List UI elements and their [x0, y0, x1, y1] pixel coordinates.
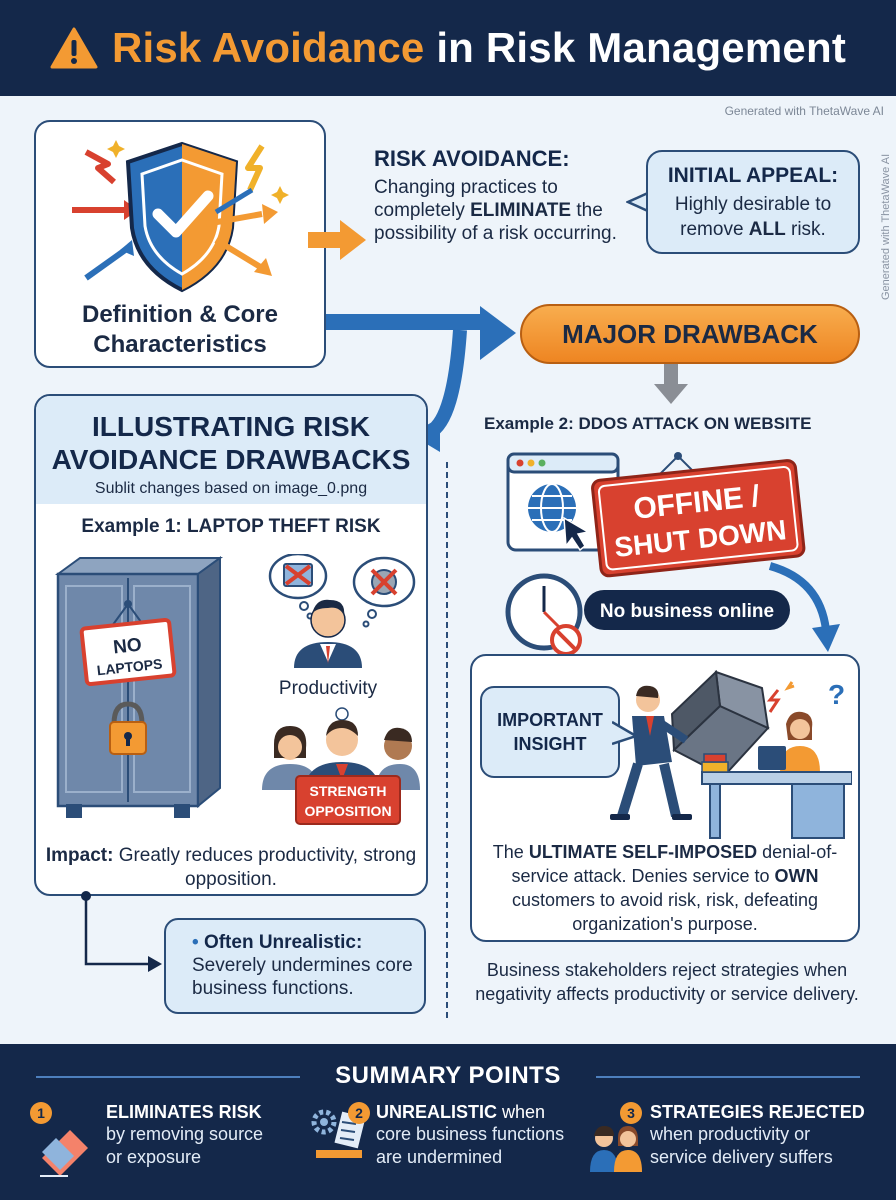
speech-bubble-tail — [626, 190, 650, 214]
thought-bubble-laptop-icon — [268, 554, 328, 620]
insight-bubble-tail — [612, 720, 638, 746]
summary-item-3: 3 STRATEGIES REJECTED when productivity … — [584, 1102, 884, 1182]
major-drawback-banner: MAJOR DRAWBACK — [520, 304, 860, 364]
impact-text: Impact: Greatly reduces productivity, st… — [45, 845, 417, 890]
example2-title: Example 2: DDOS ATTACK ON WEBSITE — [484, 414, 812, 433]
summary-body-3b: service delivery suffers — [650, 1147, 833, 1167]
locked-cabinet-icon: NO LAPTOPS — [54, 556, 224, 818]
summary-body-1a: by removing source — [106, 1124, 264, 1144]
no-laptops-sign-line2: LAPTOPS — [96, 656, 163, 679]
unrealistic-text: Severely undermines core business functi… — [192, 955, 413, 999]
opposition-sign — [295, 775, 401, 825]
browser-globe-icon — [506, 452, 620, 552]
illustrating-card: ILLUSTRATING RISK AVOIDANCE DRAWBACKS Su… — [34, 394, 428, 896]
summary-item-1: 1 ELIMINATES RISK by removing source or … — [30, 1102, 300, 1182]
warning-icon — [50, 27, 98, 69]
risk-avoidance-title: RISK AVOIDANCE: — [374, 146, 570, 171]
unrealistic-callout: Often Unrealistic: Severely undermines c… — [164, 918, 426, 1014]
eraser-icon — [40, 1130, 88, 1177]
header-bar: Risk Avoidance in Risk Management — [0, 0, 896, 96]
initial-appeal-title: INITIAL APPEAL: — [667, 164, 839, 187]
question-mark-icon: ? — [828, 679, 845, 710]
summary-head-2: UNREALISTIC when — [376, 1102, 546, 1122]
summary-head-1: ELIMINATES RISK — [106, 1102, 262, 1122]
section-divider — [446, 462, 448, 1018]
summary-title: SUMMARY POINTS — [335, 1062, 561, 1089]
summary-body-2b: are undermined — [376, 1147, 503, 1167]
no-business-pill — [584, 590, 790, 630]
illustrating-title: ILLUSTRATING RISK AVOIDANCE DRAWBACKS — [51, 411, 411, 475]
page-title: Risk Avoidance in Risk Management — [111, 24, 847, 71]
initial-appeal-bubble: INITIAL APPEAL: Highly desirable to remo… — [646, 150, 860, 254]
illustrating-header: ILLUSTRATING RISK AVOIDANCE DRAWBACKS Su… — [36, 396, 426, 504]
businessman-pushing-box-icon — [610, 669, 770, 820]
stakeholders-icon — [590, 1126, 642, 1172]
thought-bubble-gear-icon — [352, 556, 416, 628]
stakeholders-text: Business stakeholders reject strategies … — [475, 960, 859, 1004]
no-laptops-sign-line1: NO — [112, 635, 143, 659]
opposition-line2: OPPOSITION — [304, 803, 391, 819]
summary-number-3: 3 — [620, 1102, 642, 1124]
summary-body-1b: or exposure — [106, 1147, 202, 1167]
unrealistic-title: Often Unrealistic: — [192, 932, 424, 954]
clock-blocked-icon — [505, 573, 583, 656]
credit-text: Generated with ThetaWave AI — [724, 104, 884, 118]
definition-title: Definition & Core Characteristics — [82, 301, 278, 358]
worried-employee-icon — [758, 711, 820, 772]
summary-number-1: 1 — [30, 1102, 52, 1124]
summary-number-2: 2 — [348, 1102, 370, 1124]
initial-appeal-text: Highly desirable to remove ALL risk. — [674, 194, 832, 240]
elbow-arrow — [81, 891, 162, 972]
employee-avatar — [294, 599, 362, 668]
offline-sign: OFFINE / SHUT DOWN — [591, 459, 806, 578]
self-denial-illustration: ? — [610, 669, 852, 839]
summary-body-3a: when productivity or — [650, 1124, 811, 1144]
insight-text: The ULTIMATE SELF-IMPOSED denial-of-serv… — [492, 842, 838, 934]
example1-title: Example 1: LAPTOP THEFT RISK — [81, 516, 381, 537]
ddos-illustration: OFFINE / SHUT DOWN No business online — [505, 452, 806, 656]
summary-divider-right — [596, 1076, 860, 1078]
important-insight-bubble: IMPORTANT INSIGHT — [480, 686, 620, 778]
no-business-label: No business online — [600, 601, 774, 622]
summary-divider-left — [36, 1076, 300, 1078]
credit-text-vertical: Generated with ThetaWave AI — [880, 153, 892, 300]
illustrating-subtitle: Sublit changes based on image_0.png — [94, 480, 368, 497]
summary-footer: SUMMARY POINTS 1 ELIMINATES RISK by remo… — [0, 1044, 896, 1200]
desk-icon — [701, 753, 852, 839]
insight-card: ? IMPORTANT INSIGHT The ULTIMATE SELF-IM… — [470, 654, 860, 942]
shield-check-icon — [72, 140, 289, 293]
productivity-label: Productivity — [279, 678, 378, 699]
summary-body-2a: core business functions — [376, 1124, 565, 1144]
risk-avoidance-text: Changing practices to completely ELIMINA… — [374, 177, 617, 244]
summary-head-3: STRATEGIES REJECTED — [650, 1102, 865, 1122]
opposition-line1: STRENGTH — [310, 783, 387, 799]
summary-item-2: 2 UNREALISTIC when core business functio… — [306, 1102, 596, 1182]
definition-card: Definition & Core Characteristics — [34, 120, 326, 368]
laptop-theft-illustration: NO LAPTOPS P — [54, 554, 420, 825]
